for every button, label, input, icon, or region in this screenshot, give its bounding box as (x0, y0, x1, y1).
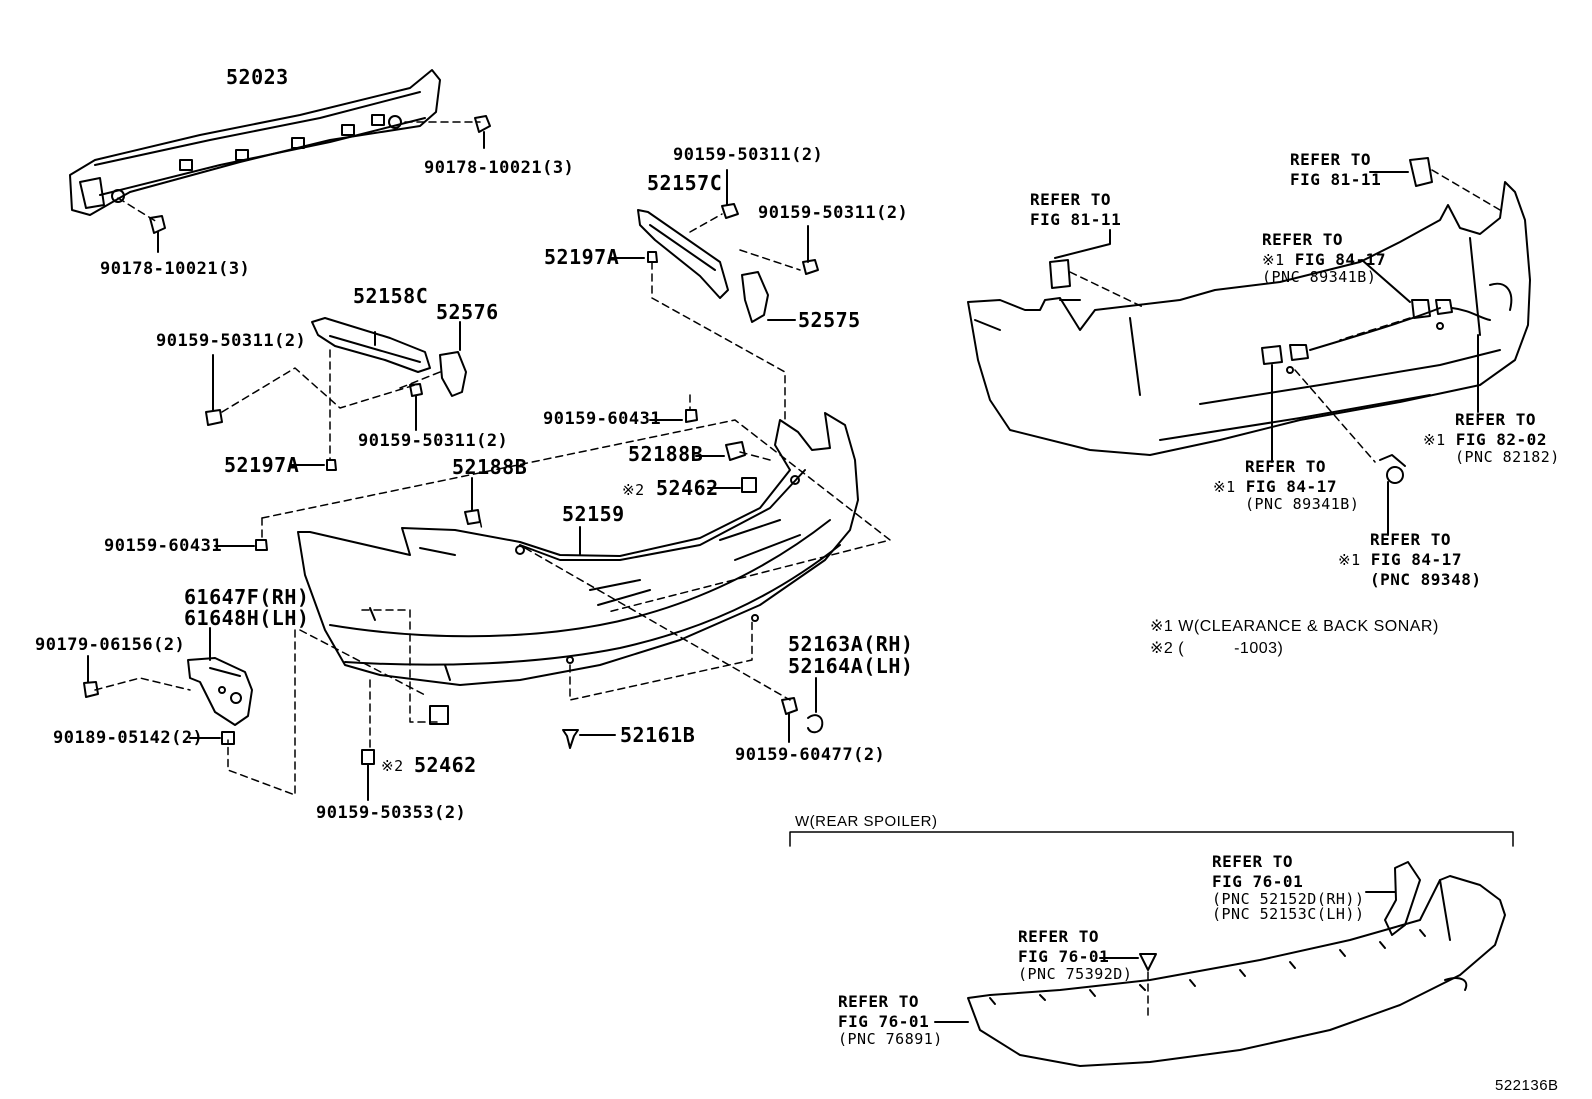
part-label-90159-60431-b: 90159-60431 (104, 536, 223, 556)
reference-fig-76-01-spoiler: REFER TO FIG 76-01 (PNC 76891) (838, 992, 943, 1048)
reference-fig-84-17-b: REFER TO ※1 FIG 84-17 (PNC 89341B) (1213, 457, 1360, 513)
reference-fig-76-01-clip: REFER TO FIG 76-01 (PNC 75392D) (1018, 927, 1133, 983)
part-label-90159-60477: 90159-60477(2) (735, 745, 886, 765)
part-label-90159-50311-a: 90159-50311(2) (673, 145, 824, 165)
part-label-52575: 52575 (798, 308, 861, 332)
part-label-61647f: 61647F(RH) (184, 585, 310, 609)
part-label-90178-left: 90178-10021(3) (100, 259, 251, 279)
note-1: ※1 W(CLEARANCE & BACK SONAR) (1150, 618, 1439, 635)
reference-fig-84-17-a: REFER TO ※1 FIG 84-17 (PNC 89341B) (1262, 230, 1386, 286)
note-mark-2-b: ※2 (381, 757, 404, 775)
part-label-90159-50311-c: 90159-50311(2) (156, 331, 307, 351)
bumper-assembly-sonar-drawing (967, 157, 1531, 484)
part-label-52158c: 52158C (353, 284, 429, 308)
part-label-90159-50353: 90159-50353(2) (316, 803, 467, 823)
part-label-52197a-mid: 52197A (224, 453, 300, 477)
part-label-90159-50311-b: 90159-50311(2) (758, 203, 909, 223)
pad-icon (741, 477, 757, 493)
bumper-cover-drawing (297, 412, 859, 686)
rear-spoiler-variant-label: W(REAR SPOILER) (795, 813, 938, 830)
part-label-52188b-left: 52188B (452, 455, 528, 479)
part-label-52462-bottom: 52462 (414, 753, 477, 777)
retainer-52158c-drawing (311, 317, 467, 397)
part-label-52197a-top: 52197A (544, 245, 620, 269)
bracket-61647f-drawing (187, 657, 253, 726)
reference-fig-76-01-bracket: REFER TO FIG 76-01 (PNC 52152D(RH)) (PNC… (1212, 852, 1365, 923)
note-2: ※2 (-1003) (1150, 640, 1284, 657)
part-label-52157c: 52157C (647, 171, 723, 195)
part-label-90189: 90189-05142(2) (53, 728, 204, 748)
note-mark-2-a: ※2 (622, 481, 645, 499)
rear-spoiler-drawing (967, 861, 1506, 1067)
spoiler-variant-bracket (789, 831, 1514, 847)
leader-dashes-bumper (227, 394, 891, 796)
part-label-52159: 52159 (562, 502, 625, 526)
reference-fig-82-02: REFER TO ※1 FIG 82-02 (PNC 82182) (1423, 410, 1560, 466)
part-label-90178-right: 90178-10021(3) (424, 158, 575, 178)
part-label-52023: 52023 (226, 65, 289, 89)
part-label-52188b-right: 52188B (628, 442, 704, 466)
part-label-90159-50311-d: 90159-50311(2) (358, 431, 509, 451)
part-label-52576: 52576 (436, 300, 499, 324)
part-label-61648h: 61648H(LH) (184, 606, 310, 630)
part-label-90179: 90179-06156(2) (35, 635, 186, 655)
part-label-52163a: 52163A(RH) (788, 632, 914, 656)
bumper-reinforcement-drawing (69, 69, 441, 216)
figure-id: 522136B (1495, 1077, 1559, 1094)
part-label-52462-top: 52462 (656, 476, 719, 500)
nut-icon (474, 115, 491, 133)
reference-fig-84-17-c: REFER TO ※1 FIG 84-17 (PNC 89348) (1338, 530, 1482, 589)
retainer-52157c-drawing (637, 209, 769, 323)
part-label-90159-60431-a: 90159-60431 (543, 409, 662, 429)
part-label-52161b: 52161B (620, 723, 696, 747)
nut-icon-2 (149, 215, 166, 234)
part-label-52164a: 52164A(LH) (788, 654, 914, 678)
